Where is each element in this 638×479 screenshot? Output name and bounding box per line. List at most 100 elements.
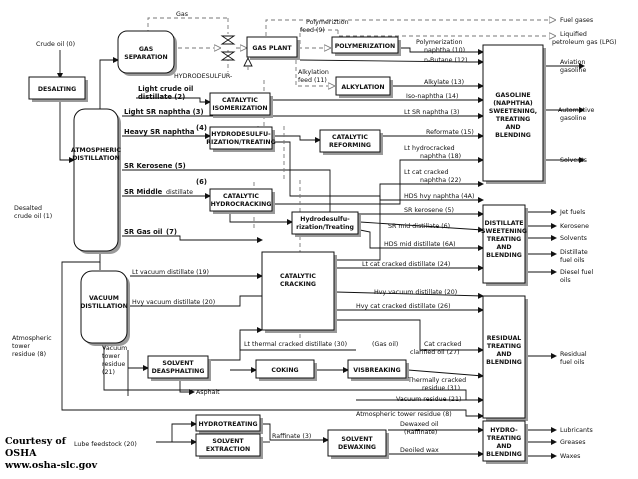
unit-label: SOLVENT xyxy=(162,360,194,367)
stream-iso-naphtha: Iso-naphtha (14) xyxy=(406,93,458,100)
unit-hydrodesulfurization-treating: HYDRODESULFU- RIZATION/TREATING xyxy=(206,126,276,152)
credit-line-1: Courtesy of xyxy=(5,436,67,447)
unit-label: DEASPHALTING xyxy=(152,368,205,375)
unit-label: GAS PLANT xyxy=(252,45,292,52)
stream-cat-cracked-clarified: clarified oil (27) xyxy=(410,349,460,356)
unit-label: AND xyxy=(496,443,511,450)
product-distillate-fuel-oils: Distillate xyxy=(560,249,588,256)
unit-solvent-deasphalting: SOLVENT DEASPHALTING xyxy=(147,355,211,381)
product-solvents: Solvents xyxy=(560,157,587,164)
stream-gas: Gas xyxy=(176,11,188,18)
stream-polymerization-naphtha: Polymerization xyxy=(416,39,462,46)
stream-atm-residue: residue (8) xyxy=(12,351,46,358)
unit-polymerization: POLYMERIZATION xyxy=(331,36,401,56)
unit-label: CATALYTIC xyxy=(332,134,368,141)
product-jet-fuels: Jet fuels xyxy=(559,209,585,216)
product-automotive-gasoline: gasoline xyxy=(560,115,586,122)
stream-lt-hydrocracked: naphtha (18) xyxy=(420,153,461,160)
stream-reformate: Reformate (15) xyxy=(426,129,474,136)
stream-thermally-cracked: residue (31) xyxy=(422,385,460,392)
unit-hydrodesulfurization-treating-2: Hydrodesulfu- rization/Treating xyxy=(291,211,361,237)
stream-lt-hydrocracked: Lt hydrocracked xyxy=(404,145,455,152)
unit-label: HYDROCRACKING xyxy=(211,201,272,208)
unit-label: EXTRACTION xyxy=(206,446,250,453)
unit-gas-plant: GAS PLANT xyxy=(246,36,300,60)
valve-icon xyxy=(220,35,253,67)
stream-dewaxed-oil: (Raffinate) xyxy=(404,429,437,436)
product-lpg: Liquified xyxy=(560,31,587,38)
product-aviation-gasoline: Aviation xyxy=(560,59,585,66)
stream-atm-residue: Atmospheric xyxy=(12,335,52,342)
product-lpg: petroleum gas (LPG) xyxy=(552,39,617,46)
unit-desalting: DESALTING xyxy=(28,76,88,102)
stream-lt-cat-cracked-distillate: Lt cat cracked distillate (24) xyxy=(362,261,450,268)
stream-heavy-sr-naphtha: Heavy SR naphtha xyxy=(124,128,195,136)
unit-solvent-extraction: SOLVENT EXTRACTION xyxy=(195,433,263,459)
stream-alkylation-feed: feed (11) xyxy=(298,77,327,84)
unit-label: ISOMERIZATION xyxy=(212,105,267,112)
stream-gas-oil-tag: (Gas oil) xyxy=(372,341,398,348)
unit-vacuum-distillation: VACUUM DISTILLATION xyxy=(80,270,130,346)
stream-sr-middle-num: (6) xyxy=(196,178,207,186)
unit-label: BLENDING xyxy=(486,359,522,366)
stream-lt-sr-naphtha: Lt SR naphtha (3) xyxy=(404,109,459,116)
product-solvents: Solvents xyxy=(560,235,587,242)
stream-polymerization-naphtha: naphtha (10) xyxy=(424,47,465,54)
unit-label: GAS xyxy=(139,46,153,53)
unit-label: TREATING xyxy=(487,435,521,442)
unit-label: SWEETENING xyxy=(481,228,527,235)
stream-hds-mid-distillate: HDS mid distillate (6A) xyxy=(384,241,456,248)
product-kerosene: Kerosene xyxy=(560,223,589,230)
stream-light-crude-distillate: Light crude oil xyxy=(138,85,193,93)
credit-line-3: www.osha-slc.gov xyxy=(4,460,98,471)
unit-label: SWEETENING, xyxy=(489,108,537,115)
flow-lines xyxy=(57,18,585,459)
unit-label: AND xyxy=(505,124,520,131)
unit-label: TREATING xyxy=(496,116,530,123)
unit-hydro-blending: HYDRO- TREATING AND BLENDING xyxy=(482,420,528,464)
unit-atmospheric-distillation: ATMOSPHERIC DISTILLATION xyxy=(71,108,121,254)
unit-label: TREATING xyxy=(487,343,521,350)
stream-sr-mid-distillate: SR mid distillate (6) xyxy=(388,223,450,230)
unit-label: VISBREAKING xyxy=(353,367,400,374)
unit-label: BLENDING xyxy=(486,252,522,259)
unit-label: DISTILLATE xyxy=(484,220,523,227)
stream-hvy-vacuum-right: Hvy vacuum distillate (20) xyxy=(374,289,457,296)
stream-asphalt: Asphalt xyxy=(196,389,220,396)
unit-solvent-dewaxing: SOLVENT DEWAXING xyxy=(327,429,389,459)
unit-label: CRACKING xyxy=(280,281,316,288)
unit-label: RIZATION/TREATING xyxy=(206,139,275,146)
product-residual-fuel-oils: Residual xyxy=(560,351,587,358)
stream-n-butane: n-Butane (12) xyxy=(424,57,467,64)
unit-catalytic-isomerization: CATALYTIC ISOMERIZATION xyxy=(209,92,273,118)
stream-sr-kerosene: SR Kerosene (5) xyxy=(124,162,186,170)
stream-desalted-crude: Desalted xyxy=(14,205,42,212)
stream-labels: Crude oil (0) Desalted crude oil (1) Gas… xyxy=(12,11,474,454)
stream-deoiled-wax: Deoiled wax xyxy=(400,447,439,454)
credit: Courtesy of OSHA www.osha-slc.gov xyxy=(4,436,98,471)
stream-lt-thermal-cracked: Lt thermal cracked distillate (30) xyxy=(244,341,347,348)
unit-label: SEPARATION xyxy=(124,54,167,61)
stream-polymerization-feed: feed (9) xyxy=(300,27,325,34)
unit-label: SOLVENT xyxy=(341,436,373,443)
unit-label: GASOLINE xyxy=(495,92,530,99)
unit-label: RESIDUAL xyxy=(487,335,522,342)
stream-crude-oil: Crude oil (0) xyxy=(36,41,75,48)
unit-label: CATALYTIC xyxy=(222,97,258,104)
stream-lt-vacuum: Lt vacuum distillate (19) xyxy=(132,269,209,276)
product-lubricants: Lubricants xyxy=(560,427,593,434)
product-residual-fuel-oils: fuel oils xyxy=(560,359,584,366)
stream-lt-cat-cracked: naphtha (22) xyxy=(420,177,461,184)
unit-label: SOLVENT xyxy=(212,438,244,445)
stream-alkylate: Alkylate (13) xyxy=(424,79,464,86)
unit-catalytic-hydrocracking: CATALYTIC HYDROCRACKING xyxy=(209,188,275,214)
unit-label: Hydrodesulfu- xyxy=(300,216,350,223)
product-greases: Greases xyxy=(560,439,586,446)
stream-sr-middle: SR Middle xyxy=(124,188,163,196)
stream-heavy-sr-naphtha-num: (4) xyxy=(196,124,207,132)
unit-label: (NAPHTHA) xyxy=(493,100,533,107)
stream-vacuum-residue: Vacuum xyxy=(102,345,127,352)
stream-dewaxed-oil: Dewaxed oil xyxy=(400,421,439,428)
unit-label: HYDRO- xyxy=(490,427,518,434)
